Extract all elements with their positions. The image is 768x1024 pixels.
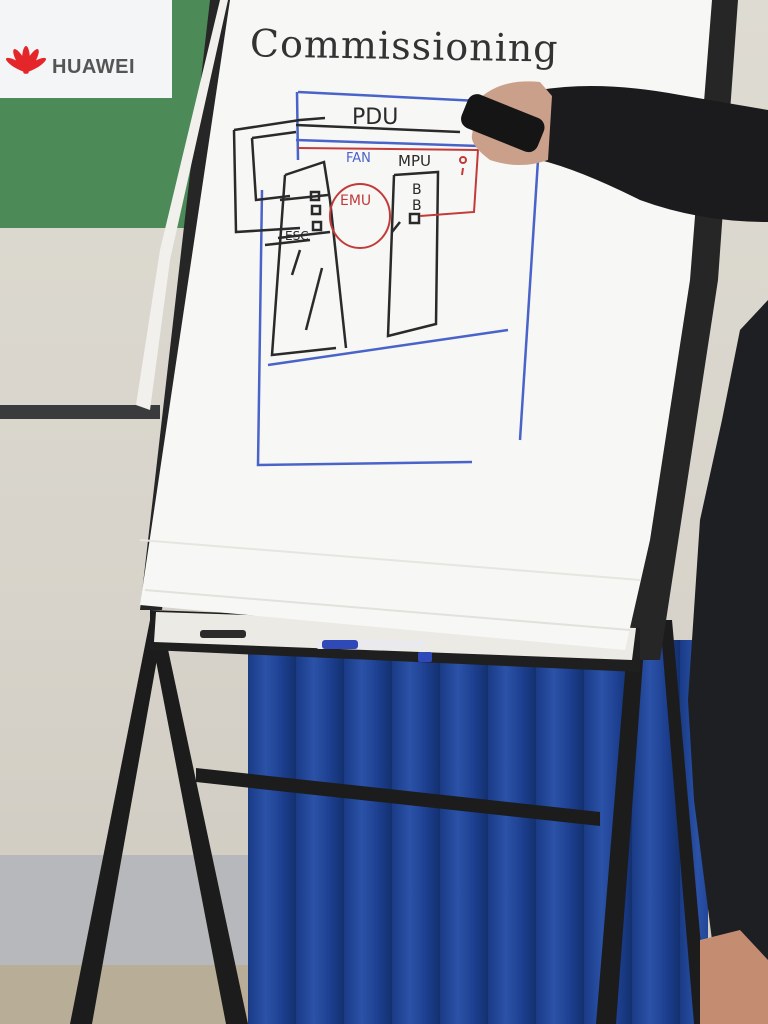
mpu-port-b1: B: [412, 182, 422, 198]
pdu-label: PDU: [352, 105, 398, 130]
esc-label: ESC: [285, 229, 309, 243]
huawei-logo-text: HUAWEI: [52, 56, 135, 78]
mpu-label: MPU: [398, 152, 431, 170]
mpu-port-b2: B: [412, 198, 422, 214]
projector-screen: [0, 0, 172, 98]
fan-label: FAN: [346, 151, 371, 166]
sketch-lines: [232, 116, 461, 357]
wall-rail: [0, 405, 160, 419]
huawei-flower-logo-icon: [5, 46, 47, 74]
presentation-remote-icon: [461, 94, 545, 153]
markers-in-tray: [200, 630, 432, 662]
emu-label: EMU: [340, 193, 371, 209]
presenter-arm: [540, 86, 768, 222]
emu-highlight: [297, 147, 480, 249]
